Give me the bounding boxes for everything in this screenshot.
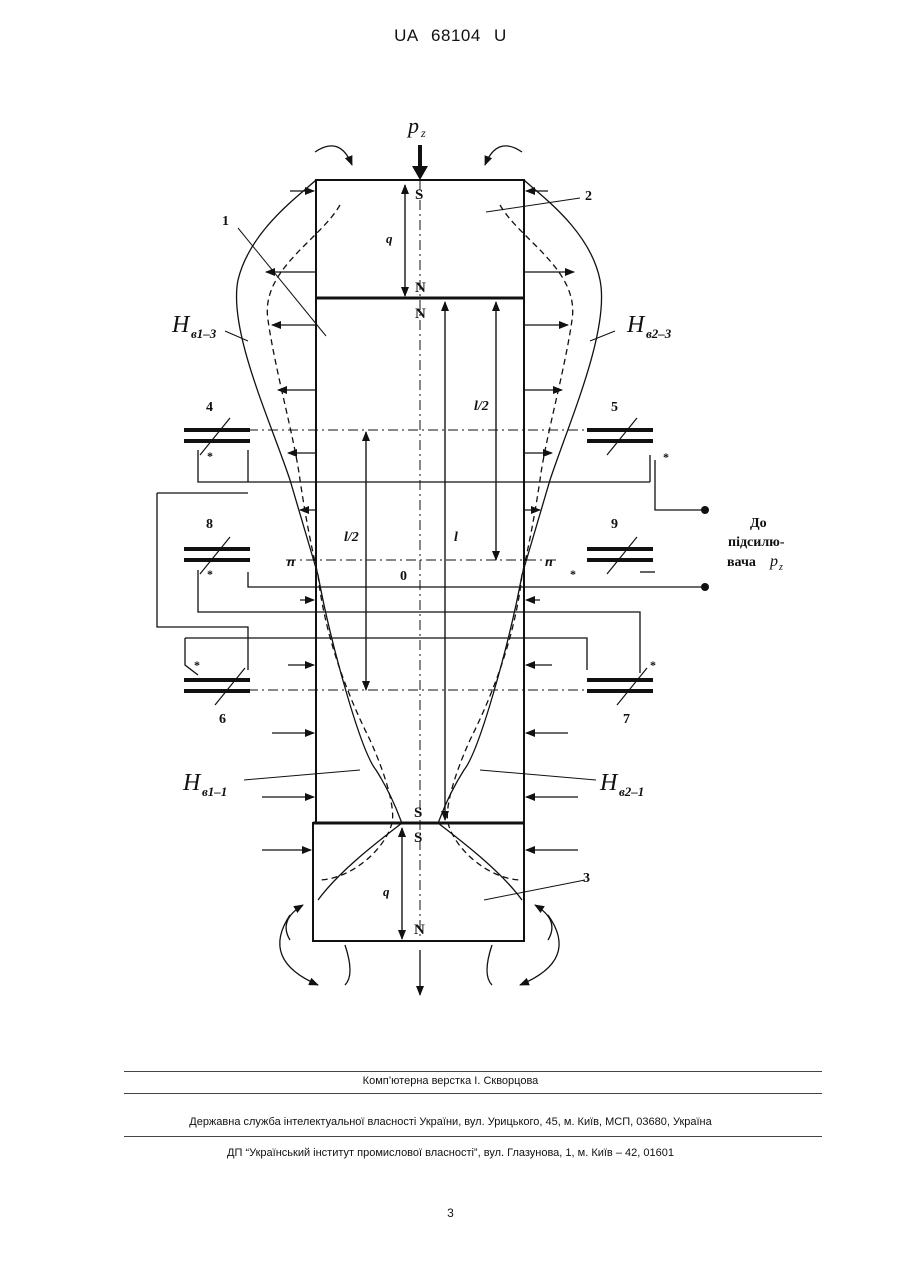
pole-s-top: S — [415, 187, 423, 203]
amplifier-label-line3: вача — [727, 555, 756, 570]
polarity-mark-6: * — [194, 658, 200, 672]
field-sub-hv13: в1–3 — [191, 326, 217, 341]
top-right-curved-arrow — [485, 146, 522, 165]
footer-rule-top — [124, 1071, 822, 1072]
pole-n-bottom: N — [414, 922, 425, 938]
part-4: 4 — [206, 400, 213, 415]
field-sub-hv11: в1–1 — [202, 784, 227, 799]
pole-s-center: S — [414, 805, 422, 821]
force-subscript: z — [420, 126, 426, 140]
pole-n-center: N — [415, 306, 426, 322]
part-7: 7 — [623, 712, 630, 727]
force-label: p — [406, 113, 419, 138]
part-8: 8 — [206, 517, 213, 532]
page-number: 3 — [0, 1206, 901, 1220]
part-1: 1 — [222, 214, 229, 229]
polarity-mark-8: * — [207, 567, 213, 581]
amplifier-label-line2: підсилю- — [728, 535, 785, 550]
field-sub-hv23: в2–3 — [646, 326, 672, 341]
bottom-left-inner-curve — [286, 905, 303, 940]
dim-n-left: n — [287, 555, 295, 570]
footer-rule-middle — [124, 1093, 822, 1094]
part-5: 5 — [611, 400, 618, 415]
polarity-mark-5: * — [663, 450, 669, 464]
footer-institute: ДП “Український інститут промислової вла… — [0, 1147, 901, 1159]
reference-lines — [248, 430, 595, 690]
field-sub-hv21: в2–1 — [619, 784, 644, 799]
amplifier-var: p — [769, 553, 778, 570]
pole-s-bottom: S — [414, 830, 422, 846]
amplifier-var-sub: z — [778, 562, 783, 573]
terminal-top — [701, 506, 709, 514]
dim-l: l — [454, 530, 458, 545]
part-6: 6 — [219, 712, 226, 727]
coil-sensors — [184, 430, 653, 691]
part-2: 2 — [585, 189, 592, 204]
dim-zero: 0 — [400, 569, 407, 584]
part-3: 3 — [583, 871, 590, 886]
bottom-right-outer-curve — [520, 915, 559, 985]
pole-n-top: N — [415, 280, 426, 296]
part-9: 9 — [611, 517, 618, 532]
terminal-bottom — [701, 583, 709, 591]
footer-rule-bottom — [124, 1136, 822, 1137]
polarity-mark-4: * — [207, 449, 213, 463]
field-label-hv23: H — [626, 312, 646, 338]
amplifier-label-line1: До — [750, 516, 767, 531]
dim-q-top: q — [386, 231, 393, 246]
dim-half-l-right: l/2 — [474, 399, 489, 414]
wiring — [157, 450, 705, 675]
field-label-hv13: H — [171, 312, 191, 338]
field-label-hv21: H — [599, 770, 619, 796]
dim-half-l-left: l/2 — [344, 530, 359, 545]
polarity-mark-7: * — [650, 658, 656, 672]
dim-q-bottom: q — [383, 884, 390, 899]
field-label-hv11: H — [182, 770, 202, 796]
coil-slashes — [200, 418, 647, 705]
bottom-right-inner-curve — [535, 905, 552, 940]
right-field-arrows — [524, 191, 578, 850]
footer-layout-credit: Комп’ютерна верстка І. Скворцова — [0, 1075, 901, 1087]
dim-n-right: n — [545, 555, 553, 570]
footer-agency: Державна служба інтелектуальної власност… — [0, 1116, 901, 1128]
polarity-mark-9: * — [570, 567, 576, 581]
top-left-curved-arrow — [315, 146, 352, 165]
